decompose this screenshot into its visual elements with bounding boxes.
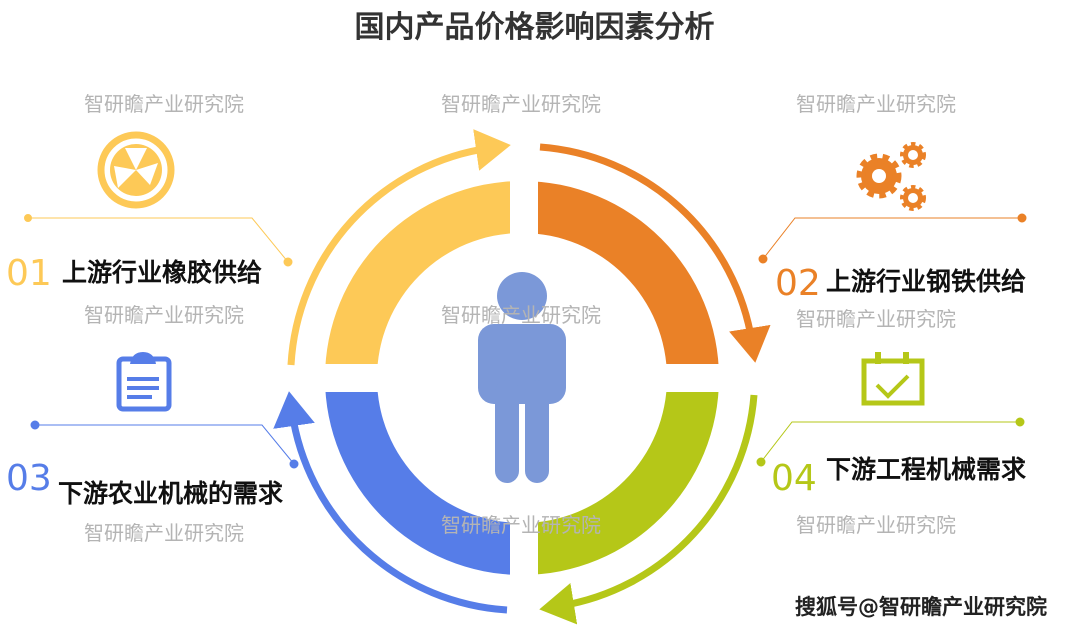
quadrant-03	[325, 378, 522, 575]
watermark: 智研瞻产业研究院	[796, 513, 956, 537]
arrow-02	[539, 143, 771, 363]
arrow-04	[539, 394, 758, 625]
watermark: 智研瞻产业研究院	[84, 303, 244, 327]
arrow-03	[273, 391, 508, 614]
watermark: 智研瞻产业研究院	[796, 92, 956, 116]
quadrant-02	[522, 181, 719, 378]
connector-03	[30, 420, 299, 469]
connector-04	[756, 417, 1025, 467]
source-footer: 搜狐号@智研瞻产业研究院	[795, 595, 1047, 619]
watermark: 智研瞻产业研究院	[84, 92, 244, 116]
quadrant-04	[522, 378, 719, 575]
aperture-icon	[97, 131, 175, 209]
watermark: 智研瞻产业研究院	[84, 521, 244, 545]
factor-03-label: 下游农业机械的需求	[58, 479, 284, 508]
factor-03-number: 03	[6, 458, 52, 499]
factor-01-label: 上游行业橡胶供给	[62, 258, 263, 287]
page-title: 国内产品价格影响因素分析	[354, 10, 715, 45]
person-icon	[478, 272, 566, 483]
watermark: 智研瞻产业研究院	[796, 307, 956, 331]
clipboard-icon	[116, 352, 172, 412]
factor-02-label: 上游行业钢铁供给	[826, 267, 1027, 296]
watermark: 智研瞻产业研究院	[441, 92, 601, 116]
calendar-check-icon	[861, 352, 925, 406]
quadrant-01	[325, 181, 522, 378]
watermark: 智研瞻产业研究院	[441, 303, 601, 327]
connector-02	[758, 213, 1027, 264]
gears-icon	[856, 142, 926, 211]
factor-04-number: 04	[771, 458, 817, 499]
arrow-01	[287, 129, 511, 366]
factor-04-label: 下游工程机械需求	[826, 455, 1027, 484]
factor-02-number: 02	[775, 263, 821, 304]
watermark: 智研瞻产业研究院	[441, 513, 601, 537]
factor-01-number: 01	[6, 253, 52, 294]
connector-01	[24, 214, 293, 267]
